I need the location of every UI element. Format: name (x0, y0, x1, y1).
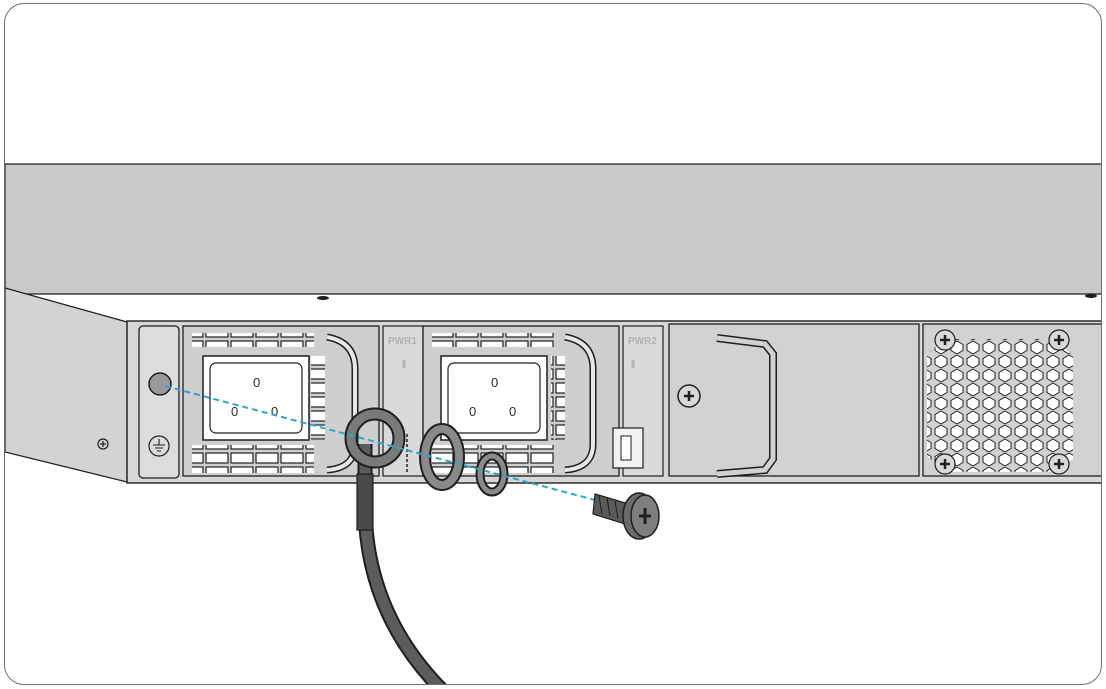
ground-symbol-icon (148, 435, 170, 457)
psu2-label-slot: PWR2 (612, 325, 664, 477)
svg-text:0: 0 (469, 404, 476, 419)
blank-module (668, 323, 920, 478)
power-supply-1: 0 0 0 (182, 325, 380, 477)
psu1-label: PWR1 (388, 336, 417, 347)
svg-text:0: 0 (509, 404, 516, 419)
thumbscrew-icon (677, 384, 701, 408)
svg-text:0: 0 (271, 404, 278, 419)
ground-plate (138, 325, 180, 479)
phillips-screw-icon (592, 492, 660, 540)
chassis-top (5, 163, 1101, 295)
svg-text:0: 0 (231, 404, 238, 419)
svg-text:0: 0 (491, 375, 498, 390)
washer-icon (419, 423, 465, 491)
illustration-frame: 0 0 0 PWR1 0 0 0 PWR2 (4, 3, 1102, 685)
ring-lug-icon (344, 407, 406, 469)
alignment-guide-line (164, 385, 596, 501)
power-supply-2: 0 0 0 (422, 325, 620, 477)
grounding-diagram: 0 0 0 PWR1 0 0 0 PWR2 (5, 163, 1101, 684)
chassis-side (5, 287, 128, 483)
ground-cable (356, 444, 447, 684)
fan-module (922, 323, 1101, 477)
lock-washer-icon (475, 451, 509, 497)
psu2-label: PWR2 (628, 336, 657, 347)
svg-text:0: 0 (253, 375, 260, 390)
